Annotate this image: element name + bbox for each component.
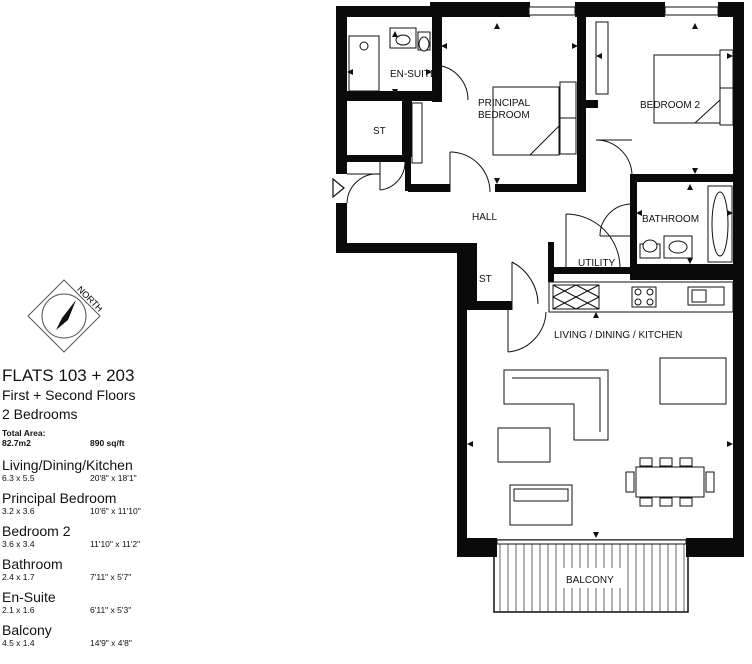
total-area-label: Total Area: xyxy=(2,428,46,438)
room-imperial: 20'8" x 18'1" xyxy=(90,473,137,483)
room-schedule-item: Living/Dining/Kitchen 6.3 x 5.5 20'8" x … xyxy=(2,457,202,483)
room-name: Balcony xyxy=(2,622,52,638)
label-store-2: ST xyxy=(479,274,492,285)
room-name: Living/Dining/Kitchen xyxy=(2,457,133,473)
label-principal-1: PRINCIPAL xyxy=(478,98,530,109)
interior-walls xyxy=(347,17,733,310)
room-dimensions: 6.3 x 5.5 20'8" x 18'1" xyxy=(2,473,202,483)
flat-bedrooms: 2 Bedrooms xyxy=(2,406,78,422)
north-arrow-icon xyxy=(56,300,76,330)
flat-floors: First + Second Floors xyxy=(2,387,136,403)
room-name: Bedroom 2 xyxy=(2,523,71,539)
room-dimensions: 2.1 x 1.6 6'11" x 5'3" xyxy=(2,605,202,615)
exterior-walls xyxy=(336,2,744,557)
windows xyxy=(496,6,719,545)
room-metric: 2.1 x 1.6 xyxy=(2,605,35,615)
room-metric: 4.5 x 1.4 xyxy=(2,638,35,648)
furniture xyxy=(348,21,734,526)
room-name: Bathroom xyxy=(2,556,63,572)
label-balcony: BALCONY xyxy=(566,575,614,586)
room-name: En-Suite xyxy=(2,589,56,605)
room-imperial: 14'9" x 4'8" xyxy=(90,638,132,648)
label-principal-2: BEDROOM xyxy=(478,110,530,121)
room-dimensions: 2.4 x 1.7 7'11" x 5'7" xyxy=(2,572,202,582)
room-metric: 2.4 x 1.7 xyxy=(2,572,35,582)
room-schedule-item: En-Suite 2.1 x 1.6 6'11" x 5'3" xyxy=(2,589,202,615)
dimension-markers xyxy=(347,23,733,538)
room-schedule-item: Bedroom 2 3.6 x 3.4 11'10" x 11'2" xyxy=(2,523,202,549)
flat-info-panel: FLATS 103 + 203 First + Second Floors 2 … xyxy=(2,366,202,648)
label-living: LIVING / DINING / KITCHEN xyxy=(554,330,682,341)
room-metric: 3.6 x 3.4 xyxy=(2,539,35,549)
room-metric: 3.2 x 3.6 xyxy=(2,506,35,516)
room-imperial: 11'10" x 11'2" xyxy=(90,539,141,549)
flat-title: FLATS 103 + 203 xyxy=(2,366,135,385)
total-area-sqft: 890 sq/ft xyxy=(90,438,125,448)
entrance-arrow-icon xyxy=(332,177,345,199)
label-bedroom-2: BEDROOM 2 xyxy=(640,100,700,111)
label-utility: UTILITY xyxy=(578,258,616,269)
north-compass: NORTH xyxy=(27,279,102,353)
doors xyxy=(346,65,633,353)
label-store-1: ST xyxy=(373,126,386,137)
room-schedule-item: Bathroom 2.4 x 1.7 7'11" x 5'7" xyxy=(2,556,202,582)
room-dimensions: 3.2 x 3.6 10'6" x 11'10" xyxy=(2,506,202,516)
total-area-row: 82.7m2 890 sq/ft xyxy=(2,438,202,450)
balcony-area xyxy=(493,539,689,613)
room-schedule-item: Principal Bedroom 3.2 x 3.6 10'6" x 11'1… xyxy=(2,490,202,516)
room-schedule-item: Balcony 4.5 x 1.4 14'9" x 4'8" xyxy=(2,622,202,648)
room-imperial: 7'11" x 5'7" xyxy=(90,572,132,582)
room-name: Principal Bedroom xyxy=(2,490,117,506)
label-ensuite: EN-SUITE xyxy=(390,69,437,80)
room-dimensions: 3.6 x 3.4 11'10" x 11'2" xyxy=(2,539,202,549)
room-dimensions: 4.5 x 1.4 14'9" x 4'8" xyxy=(2,638,202,648)
room-imperial: 10'6" x 11'10" xyxy=(90,506,141,516)
room-imperial: 6'11" x 5'3" xyxy=(90,605,132,615)
kitchen-counter xyxy=(548,281,734,313)
label-hall: HALL xyxy=(472,212,497,223)
total-area-m2: 82.7m2 xyxy=(2,438,31,448)
label-bathroom: BATHROOM xyxy=(642,214,699,225)
room-metric: 6.3 x 5.5 xyxy=(2,473,35,483)
